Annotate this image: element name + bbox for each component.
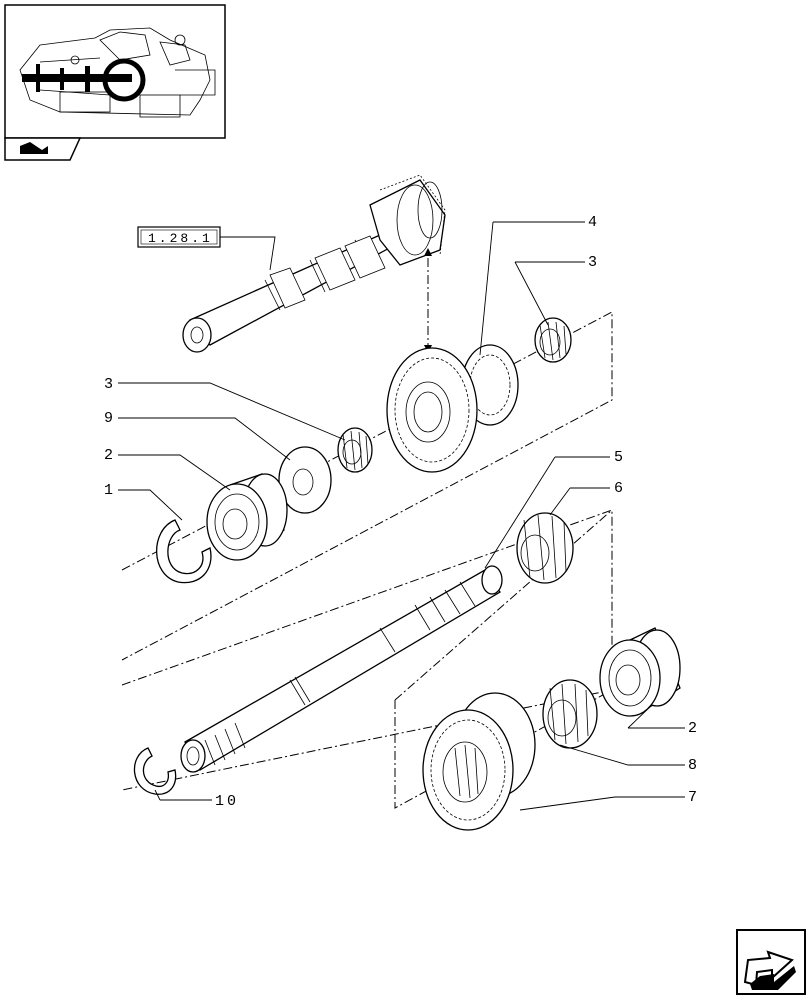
circlip-part-1 xyxy=(156,519,212,584)
callout-4: 4 xyxy=(588,214,597,231)
reference-label: 1.28.1 xyxy=(148,231,213,246)
circlip-part-10 xyxy=(133,747,177,795)
callout-9: 9 xyxy=(104,410,113,427)
gear-part-8 xyxy=(542,679,598,749)
thrust-washer-part-9 xyxy=(278,446,332,514)
callout-10: 10 xyxy=(215,793,239,810)
gear-part-7 xyxy=(422,692,536,831)
callout-6: 6 xyxy=(614,480,623,497)
reference-box[interactable]: 1.28.1 xyxy=(137,226,221,248)
double-gear-part-4 xyxy=(386,344,519,473)
roller-bearing-part-2-upper xyxy=(206,473,288,561)
callout-7: 7 xyxy=(688,789,697,806)
callout-8: 8 xyxy=(688,757,697,774)
callout-3: 3 xyxy=(588,254,597,271)
vehicle-section-icon[interactable] xyxy=(4,137,82,161)
callout-5: 5 xyxy=(614,449,623,466)
mainshaft-reference-part xyxy=(182,174,446,353)
needle-bearing-part-3-lower xyxy=(337,427,373,473)
next-page-arrow-icon[interactable] xyxy=(736,929,806,995)
callout-1: 1 xyxy=(104,482,113,499)
callout-2: 2 xyxy=(104,447,113,464)
needle-bearing-part-3-upper xyxy=(534,317,572,363)
locator-thumbnail[interactable] xyxy=(4,4,226,139)
output-shaft-part-5 xyxy=(180,565,503,773)
callout-3: 3 xyxy=(104,376,113,393)
roller-bearing-part-2-lower xyxy=(599,627,681,717)
gear-part-6 xyxy=(516,512,574,584)
callout-2: 2 xyxy=(688,720,697,737)
